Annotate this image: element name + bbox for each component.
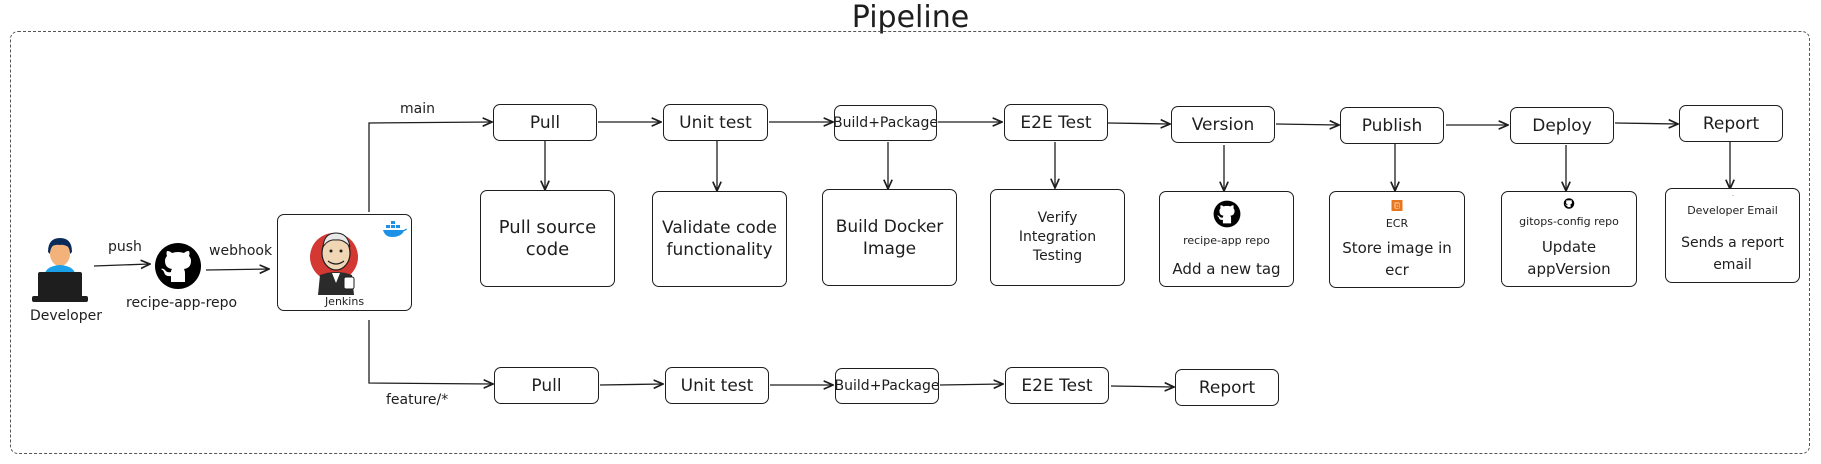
docker-icon — [383, 221, 407, 237]
desc-unit-test-text: Validate code functionality — [662, 218, 777, 260]
arrow-main-4 — [1107, 123, 1170, 124]
desc-deploy-caption: gitops-config repo — [1519, 215, 1619, 228]
gmail-icon — [1731, 195, 1734, 196]
desc-report-caption: Developer Email — [1687, 204, 1778, 217]
desc-report: Developer Email Sends a report email — [1665, 188, 1800, 283]
desc-deploy-text: Update appVersion — [1527, 238, 1611, 278]
jenkins-icon — [310, 232, 358, 295]
desc-version-text: Add a new tag — [1172, 260, 1281, 278]
feature-stage-build-package: Build+Package — [835, 368, 939, 404]
main-stage-deploy: Deploy — [1510, 107, 1614, 144]
repo-label: recipe-app-repo — [126, 295, 238, 311]
developer-icon — [32, 238, 88, 302]
desc-deploy: gitops-config repo Update appVersion — [1501, 191, 1637, 287]
arrow-feature-3 — [939, 384, 1003, 385]
desc-publish: ECR Store image in ecr — [1329, 191, 1465, 288]
arrow-webhook — [205, 269, 269, 270]
developer-node — [30, 232, 94, 312]
feature-stage-e2e-test: E2E Test — [1005, 367, 1109, 404]
pipeline-frame — [10, 31, 1810, 454]
desc-pull-text: Pull source code — [498, 216, 597, 260]
arrow-main-branch — [368, 122, 492, 212]
desc-report-text: Sends a report email — [1681, 235, 1784, 273]
arrow-main-5 — [1275, 124, 1339, 125]
desc-unit-test: Validate code functionality — [652, 191, 787, 287]
desc-build-package-text: Build Docker Image — [835, 216, 944, 259]
feature-stage-pull: Pull — [494, 367, 599, 404]
feature-stage-report: Report — [1175, 369, 1279, 406]
arrow-push — [93, 264, 150, 266]
desc-publish-caption: ECR — [1385, 217, 1409, 230]
github-icon — [1563, 198, 1575, 209]
arrow-feature-branch — [368, 320, 493, 384]
desc-version: recipe-app repo Add a new tag — [1159, 191, 1294, 287]
jenkins-node: Jenkins — [277, 214, 412, 311]
desc-version-caption: recipe-app repo — [1183, 234, 1270, 247]
desc-e2e-test-text: Verify Integration Testing — [1018, 210, 1097, 264]
webhook-label: webhook — [209, 243, 273, 259]
arrow-main-7 — [1614, 123, 1678, 124]
main-stage-e2e-test: E2E Test — [1004, 104, 1108, 141]
main-stage-build-package: Build+Package — [833, 105, 938, 141]
feature-stage-unit-test: Unit test — [665, 367, 769, 404]
developer-label: Developer — [30, 308, 103, 324]
ecr-icon — [1391, 200, 1403, 211]
jenkins-label: Jenkins — [324, 295, 365, 308]
desc-e2e-test: Verify Integration Testing — [990, 189, 1125, 286]
arrow-feature-4 — [1110, 386, 1174, 387]
github-icon — [1213, 200, 1240, 228]
main-stage-pull: Pull — [493, 104, 597, 141]
page-title: Pipeline — [851, 0, 970, 35]
arrow-feature-1 — [599, 384, 663, 385]
main-stage-report: Report — [1679, 105, 1783, 142]
github-icon — [155, 243, 201, 289]
desc-build-package: Build Docker Image — [822, 189, 957, 286]
push-label: push — [108, 239, 142, 255]
main-stage-version: Version — [1171, 106, 1275, 143]
desc-publish-text: Store image in ecr — [1342, 239, 1452, 279]
desc-pull: Pull source code — [480, 190, 615, 287]
branch-feature-label: feature/* — [386, 392, 449, 408]
branch-main-label: main — [400, 101, 435, 117]
main-stage-publish: Publish — [1340, 107, 1444, 144]
main-stage-unit-test: Unit test — [663, 104, 768, 141]
